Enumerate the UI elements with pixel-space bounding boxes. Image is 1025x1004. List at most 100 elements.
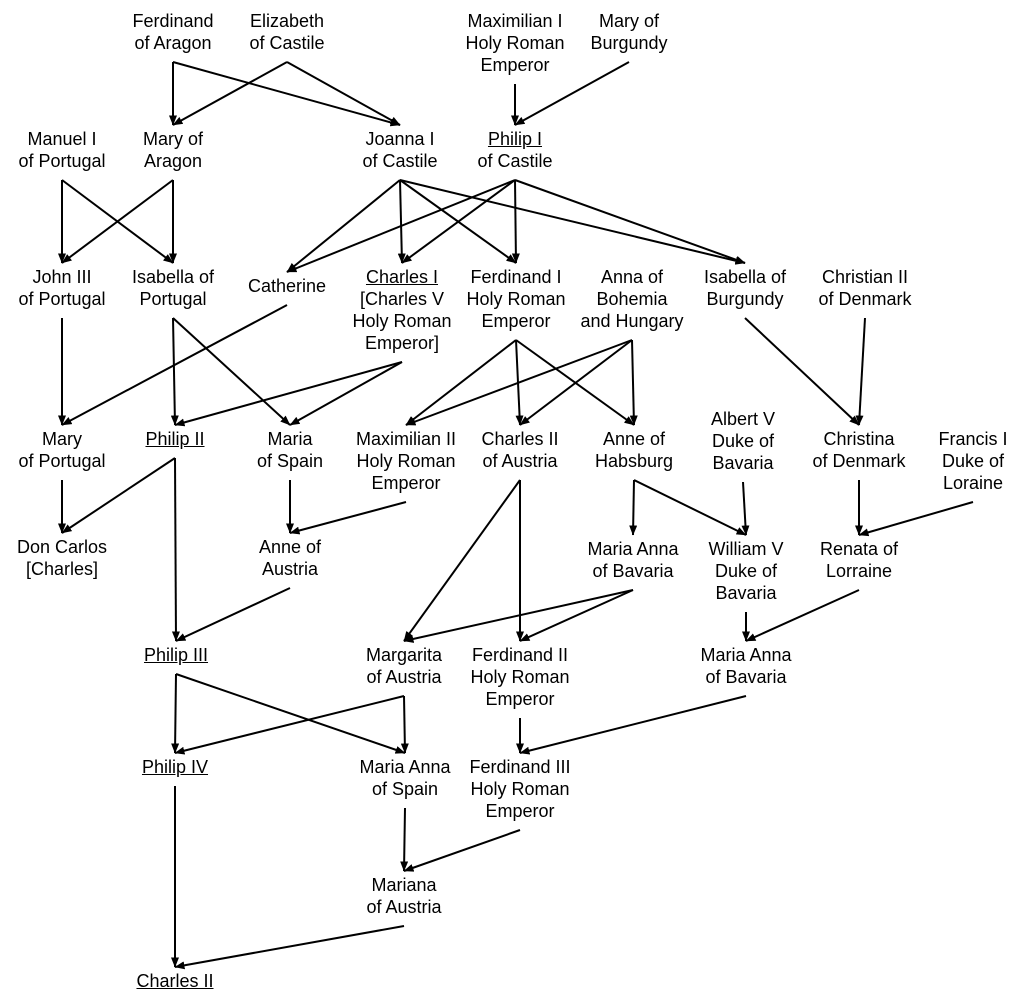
arrow-mary-burgundy-to-philip-i xyxy=(514,61,630,126)
person-name-line: Holy Roman xyxy=(470,667,570,687)
person-name-line: Austria xyxy=(261,559,319,579)
person-name-line: Elizabeth xyxy=(249,11,325,31)
arrow-isabella-portugal-to-philip-ii xyxy=(170,317,179,426)
person-name-line: Holy Roman xyxy=(470,779,570,799)
person-name-line: of Bavaria xyxy=(592,561,674,581)
person-name-line: of Castile xyxy=(249,33,325,53)
person-name-line: of Spain xyxy=(371,779,439,799)
person-name-line: Emperor] xyxy=(364,333,440,353)
person-name-line: of Bavaria xyxy=(705,667,787,687)
arrow-charles-i-to-maria-spain xyxy=(289,361,403,426)
arrow-christian-ii-to-christina-denmark xyxy=(855,317,866,426)
arrow-anne-habsburg-to-maria-anna-bavaria-1 xyxy=(629,479,638,536)
arrow-philip-i-to-catherine xyxy=(286,179,516,273)
arrow-maria-anna-bavaria-2-to-ferdinand-iii xyxy=(519,695,747,755)
arrow-mary-aragon-to-john-iii xyxy=(61,179,174,264)
arrow-anne-austria-to-philip-iii xyxy=(175,587,291,642)
arrow-elizabeth-castile-to-mary-aragon xyxy=(172,61,288,126)
person-name-line: Burgundy xyxy=(590,33,668,53)
person-name-line: Anne of xyxy=(258,537,322,557)
arrow-anne-habsburg-to-william-v xyxy=(633,479,747,536)
person-name-line: of Castile xyxy=(477,151,553,171)
person-name-line: Christian II xyxy=(821,267,909,287)
person-name-line: Duke of xyxy=(711,431,775,451)
person-name-line: Isabella of xyxy=(131,267,215,287)
person-name-line: Holy Roman xyxy=(352,311,452,331)
arrow-philip-iii-to-philip-iv xyxy=(171,673,180,754)
person-name-line: Catherine xyxy=(247,276,327,296)
person-name-line: Emperor xyxy=(480,55,550,75)
person-name-line: Burgundy xyxy=(706,289,784,309)
person-name-line: of Spain xyxy=(256,451,324,471)
person-name-line: Charles II xyxy=(481,429,559,449)
person-philip-iv: Philip IV xyxy=(142,756,208,778)
arrow-maximilian-ii-to-anne-austria xyxy=(289,501,407,535)
person-name-line: Philip III xyxy=(143,645,209,665)
person-name-line: William V xyxy=(708,539,784,559)
person-name-line: Loraine xyxy=(942,473,1004,493)
arrow-philip-ii-to-philip-iii xyxy=(171,457,180,642)
person-philip-iii: Philip III xyxy=(144,644,208,666)
arrow-isabella-portugal-to-maria-spain xyxy=(172,317,291,426)
person-name-line: Ferdinand I xyxy=(470,267,562,287)
person-name-line: Mary of xyxy=(598,11,659,31)
arrow-philip-i-to-ferdinand-i xyxy=(511,179,520,264)
person-name-line: Margarita xyxy=(365,645,443,665)
person-name-line: Emperor xyxy=(371,473,441,493)
person-name-line: Francis I xyxy=(938,429,1008,449)
person-name-line: Emperor xyxy=(485,801,555,821)
person-don-carlos: Don Carlos[Charles] xyxy=(17,536,107,580)
arrow-joanna-i-to-charles-i xyxy=(397,179,406,264)
person-name-line: Philip IV xyxy=(141,757,209,777)
person-name-line: Charles II xyxy=(136,971,214,991)
person-name-line: [Charles] xyxy=(25,559,99,579)
person-name-line: of Austria xyxy=(482,451,558,471)
person-name-line: Bohemia xyxy=(596,289,668,309)
person-name-line: Bavaria xyxy=(715,583,777,603)
person-name-line: Duke of xyxy=(941,451,1005,471)
arrow-renata-lorraine-to-maria-anna-bavaria-2 xyxy=(745,589,860,642)
person-name-line: Mary of xyxy=(142,129,204,149)
person-name-line: of Austria xyxy=(366,897,442,917)
arrow-joanna-i-to-catherine xyxy=(286,179,401,273)
person-name-line: Holy Roman xyxy=(465,33,565,53)
person-name-line: [Charles V xyxy=(359,289,445,309)
person-name-line: Maria Anna xyxy=(587,539,679,559)
arrow-anna-bohemia-to-anne-habsburg xyxy=(629,339,638,426)
person-philip-ii: Philip II xyxy=(145,428,204,450)
arrow-philip-i-to-charles-i xyxy=(401,179,516,264)
person-name-line: Don Carlos xyxy=(16,537,108,557)
person-name-line: Charles I xyxy=(365,267,439,287)
person-name-line: Anna of xyxy=(600,267,664,287)
person-name-line: Philip II xyxy=(145,429,205,449)
arrow-maria-anna-spain-to-mariana-austria xyxy=(400,807,409,872)
arrow-anna-bohemia-to-charles-ii-austria xyxy=(519,339,633,426)
person-name-line: Maximilian II xyxy=(355,429,457,449)
person-name-line: Holy Roman xyxy=(356,451,456,471)
person-name-line: Ferdinand III xyxy=(469,757,571,777)
